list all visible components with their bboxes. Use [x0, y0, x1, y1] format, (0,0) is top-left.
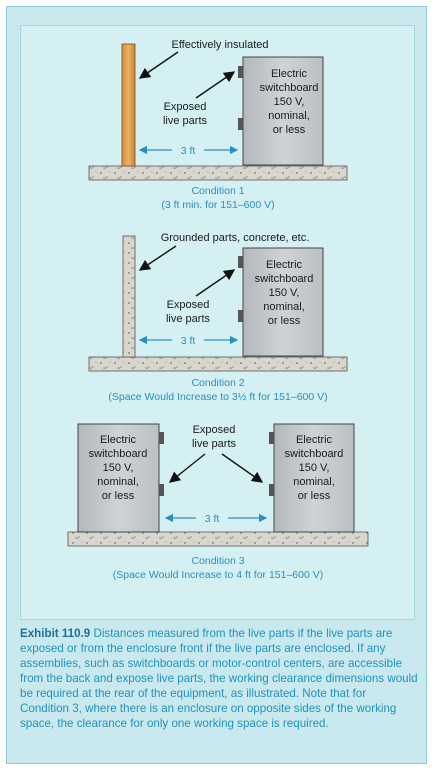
condition-2: Grounded parts, concrete, etc. Exposed l… [88, 232, 348, 403]
insulated-wall [121, 43, 136, 167]
grounded-label: Grounded parts, concrete, etc. [161, 232, 310, 244]
grounded-wall [122, 235, 136, 358]
live-part-1a [238, 66, 243, 78]
live-part-3b [159, 484, 164, 496]
switchboard-label-3-right: Electric [296, 434, 333, 446]
live-part-2b [238, 310, 243, 322]
exposed-label-2: Exposed [167, 299, 210, 311]
exhibit-caption: Exhibit 110.9 Distances measured from th… [20, 626, 418, 731]
dimension-label-3: 3 ft [205, 513, 220, 525]
exposed-arrow-2 [195, 269, 236, 297]
exposed-arrow-3-left [168, 453, 206, 483]
switchboard-label-2: nominal, [263, 301, 305, 313]
switchboard-1 [242, 56, 324, 166]
switchboard-label-3-left: switchboard [89, 448, 148, 460]
condition-1: Effectively insulated Exposed live parts… [88, 39, 348, 211]
switchboard-label-2: or less [268, 315, 301, 327]
switchboard-2 [242, 247, 324, 357]
exposed-arrow-1 [195, 71, 236, 99]
exposed-label-1: live parts [163, 115, 208, 127]
grounded-arrow [138, 245, 177, 271]
switchboard-label-3-right: switchboard [285, 448, 344, 460]
exposed-label-3: live parts [192, 438, 237, 450]
switchboard-label-3-left: or less [102, 490, 135, 502]
exposed-label-2: live parts [166, 313, 211, 325]
switchboard-label-3-right: or less [298, 490, 331, 502]
floor-slab-1 [88, 165, 348, 181]
insulation-label: Effectively insulated [171, 39, 268, 51]
condition-1-subtitle: (3 ft min. for 151–600 V) [161, 199, 274, 211]
live-part-1b [238, 118, 243, 130]
switchboard-label-2: switchboard [255, 273, 314, 285]
exposed-label-3: Exposed [193, 424, 236, 436]
switchboard-label-3-left: nominal, [97, 476, 139, 488]
caption-text: Distances measured from the live parts i… [20, 627, 418, 730]
floor-slab-2 [88, 356, 348, 372]
switchboard-label-2: 150 V, [269, 287, 300, 299]
switchboard-3-right [273, 423, 355, 533]
dimension-label-1: 3 ft [181, 145, 196, 157]
live-part-3a [159, 432, 164, 444]
switchboard-label-1: 150 V, [274, 96, 305, 108]
condition-3-title: Condition 3 [191, 555, 244, 567]
switchboard-label-1: or less [273, 124, 306, 136]
switchboard-label-1: nominal, [268, 110, 310, 122]
switchboard-label-1: switchboard [260, 82, 319, 94]
dimension-label-2: 3 ft [181, 335, 196, 347]
switchboard-label-2: Electric [266, 259, 303, 271]
condition-2-title: Condition 2 [191, 377, 244, 389]
condition-3: Electric switchboard 150 V, nominal, or … [67, 423, 369, 581]
switchboard-label-3-right: 150 V, [299, 462, 330, 474]
switchboard-label-3-left: 150 V, [103, 462, 134, 474]
live-part-2a [238, 256, 243, 268]
condition-1-title: Condition 1 [191, 185, 244, 197]
switchboard-label-1: Electric [271, 68, 308, 80]
floor-slab-3 [67, 531, 369, 547]
switchboard-label-3-left: Electric [100, 434, 137, 446]
exposed-label-1: Exposed [164, 101, 207, 113]
insulation-arrow [138, 51, 179, 79]
live-part-3c [269, 432, 274, 444]
switchboard-3-left [77, 423, 160, 533]
switchboard-label-3-right: nominal, [293, 476, 335, 488]
exposed-arrow-3-right [221, 453, 264, 483]
exhibit-number: Exhibit 110.9 [20, 627, 91, 640]
live-part-3d [269, 484, 274, 496]
condition-2-subtitle: (Space Would Increase to 3½ ft for 151–6… [108, 391, 327, 403]
condition-3-subtitle: (Space Would Increase to 4 ft for 151–60… [113, 569, 324, 581]
